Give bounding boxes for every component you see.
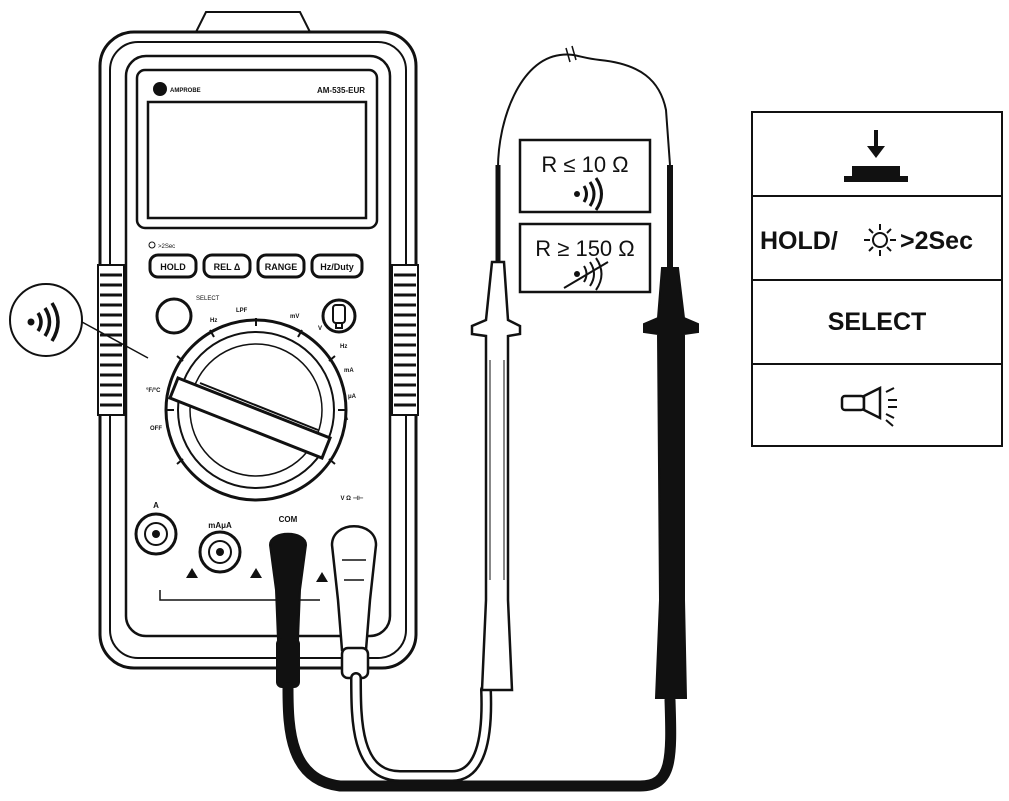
select-button[interactable] (155, 297, 193, 335)
instruction-panel: HOLD/ >2Sec SELECT (751, 111, 1003, 447)
dial-hz-label: Hz (210, 318, 217, 324)
hz-duty-button-label: Hz/Duty (320, 262, 354, 272)
black-probe (643, 165, 699, 699)
beep-off-icon (563, 257, 609, 291)
input-jacks: A mAμA COM V Ω ⊣⊢ (134, 495, 364, 601)
rel-button-label: REL Δ (214, 262, 241, 272)
function-buttons: HOLD REL Δ RANGE Hz/Duty (148, 253, 364, 279)
white-lead-wire (352, 674, 490, 780)
flashlight-icon (840, 385, 897, 427)
press-button-icon (844, 130, 908, 182)
backlight-hint-label: >2Sec (158, 244, 175, 250)
condition-text-high: R ≥ 150 Ω (535, 236, 634, 261)
jack-maua-label: mAμA (208, 521, 232, 530)
jack-a-label: A (153, 501, 159, 510)
black-lead-wire (282, 682, 677, 792)
dial-v-label: V (318, 326, 322, 332)
rel-button[interactable] (202, 253, 252, 279)
white-v-plug (330, 525, 378, 680)
model-label: AM-535-EUR (317, 86, 365, 95)
dial-ma-label: mA (344, 368, 354, 374)
condition-text-low: R ≤ 10 Ω (541, 152, 628, 177)
wire-break-mark (565, 45, 577, 63)
dial-mv-label: mV (290, 314, 299, 320)
rotary-dial[interactable] (164, 318, 348, 502)
white-probe (470, 165, 522, 692)
dial-a-label: A (344, 416, 349, 422)
continuity-beep-icon (27, 302, 60, 342)
panel-duration-label: >2Sec (900, 227, 973, 255)
flashlight-button[interactable] (321, 298, 357, 334)
backlight-hint: >2Sec (148, 241, 175, 250)
dial-temp-label: °F/°C (146, 388, 161, 394)
black-com-plug (268, 532, 308, 688)
condition-box-open: R ≥ 150 Ω (518, 222, 652, 294)
select-button-label: SELECT (196, 296, 220, 302)
hz-duty-button[interactable] (310, 253, 364, 279)
range-button[interactable] (256, 253, 306, 279)
panel-select-label: SELECT (828, 308, 927, 336)
dial-labels: OFF °F/°C Hz LPF mV V Hz mA μA A (146, 308, 357, 432)
dial-off-label: OFF (150, 426, 162, 432)
dial-lpf-label: LPF (236, 308, 248, 314)
beep-icon (574, 177, 603, 211)
hold-button[interactable] (148, 253, 198, 279)
panel-hold-label: HOLD/ (760, 227, 838, 255)
jack-com-label: COM (279, 515, 298, 524)
continuity-callout (9, 283, 149, 359)
brand-logo: AMPROBE (153, 82, 201, 96)
range-button-label: RANGE (265, 262, 298, 272)
condition-box-continuity: R ≤ 10 Ω (518, 138, 652, 214)
dial-ua-label: μA (348, 394, 357, 400)
brand-name: AMPROBE (170, 88, 201, 94)
sun-icon (864, 224, 896, 256)
jack-vohm-label: V Ω ⊣⊢ (340, 495, 363, 502)
dial-hz-right-label: Hz (340, 344, 347, 350)
hold-button-label: HOLD (160, 262, 186, 272)
multimeter (97, 11, 419, 670)
